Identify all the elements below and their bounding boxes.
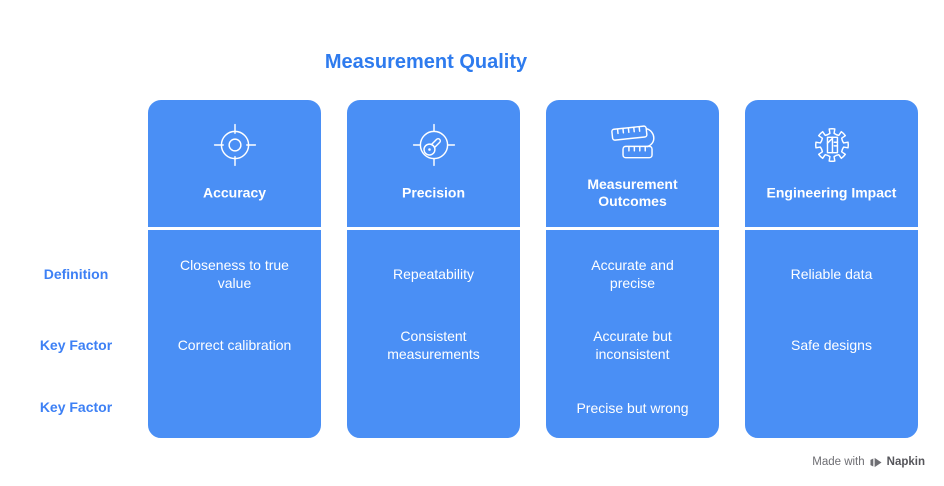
cell-impact-key-factor-1: Safe designs — [791, 337, 872, 353]
card-header-label: Engineering Impact — [766, 184, 897, 201]
made-with-napkin-badge[interactable]: Made with Napkin — [812, 455, 925, 469]
napkin-logo-icon — [870, 457, 882, 468]
diagram-title: Measurement Quality — [324, 51, 528, 73]
gauge-needle-icon — [405, 116, 463, 174]
cell-outcomes-key-factor-1: Accurate but inconsistent — [593, 328, 672, 362]
card-engineering-impact: Engineering Impact Reliable data Safe de… — [743, 98, 920, 440]
card-measurement-outcomes: Measurement Outcomes Accurate and precis… — [544, 98, 721, 440]
cell-impact-definition: Reliable data — [790, 266, 873, 282]
napkin-brand-label: Napkin — [886, 456, 925, 468]
cell-precision-definition: Repeatability — [393, 266, 474, 282]
cell-precision-key-factor-1: Consistent measurements — [387, 328, 480, 362]
cell-outcomes-key-factor-2: Precise but wrong — [576, 400, 689, 416]
cell-accuracy-definition: Closeness to true value — [180, 257, 289, 291]
row-label-key-factor-1: Key Factor — [39, 337, 113, 353]
cell-outcomes-definition: Accurate and precise — [591, 257, 674, 291]
card-header-label: Measurement Outcomes — [587, 176, 678, 209]
card-header-label: Precision — [401, 184, 466, 201]
card-header-label: Accuracy — [202, 184, 267, 201]
row-label-key-factor-2: Key Factor — [39, 399, 113, 415]
row-label-definition: Definition — [43, 266, 109, 282]
gear-blueprint-icon — [803, 116, 861, 174]
measuring-tape-icon — [604, 116, 662, 174]
card-accuracy: Accuracy Closeness to true value Correct… — [146, 98, 323, 440]
card-precision: Precision Repeatability Consistent measu… — [345, 98, 522, 440]
cell-accuracy-key-factor-1: Correct calibration — [177, 337, 292, 353]
card-divider — [544, 227, 721, 230]
target-crosshair-icon — [206, 116, 264, 174]
card-divider — [345, 227, 522, 230]
made-with-label: Made with — [812, 456, 865, 468]
card-divider — [743, 227, 920, 230]
card-divider — [146, 227, 323, 230]
